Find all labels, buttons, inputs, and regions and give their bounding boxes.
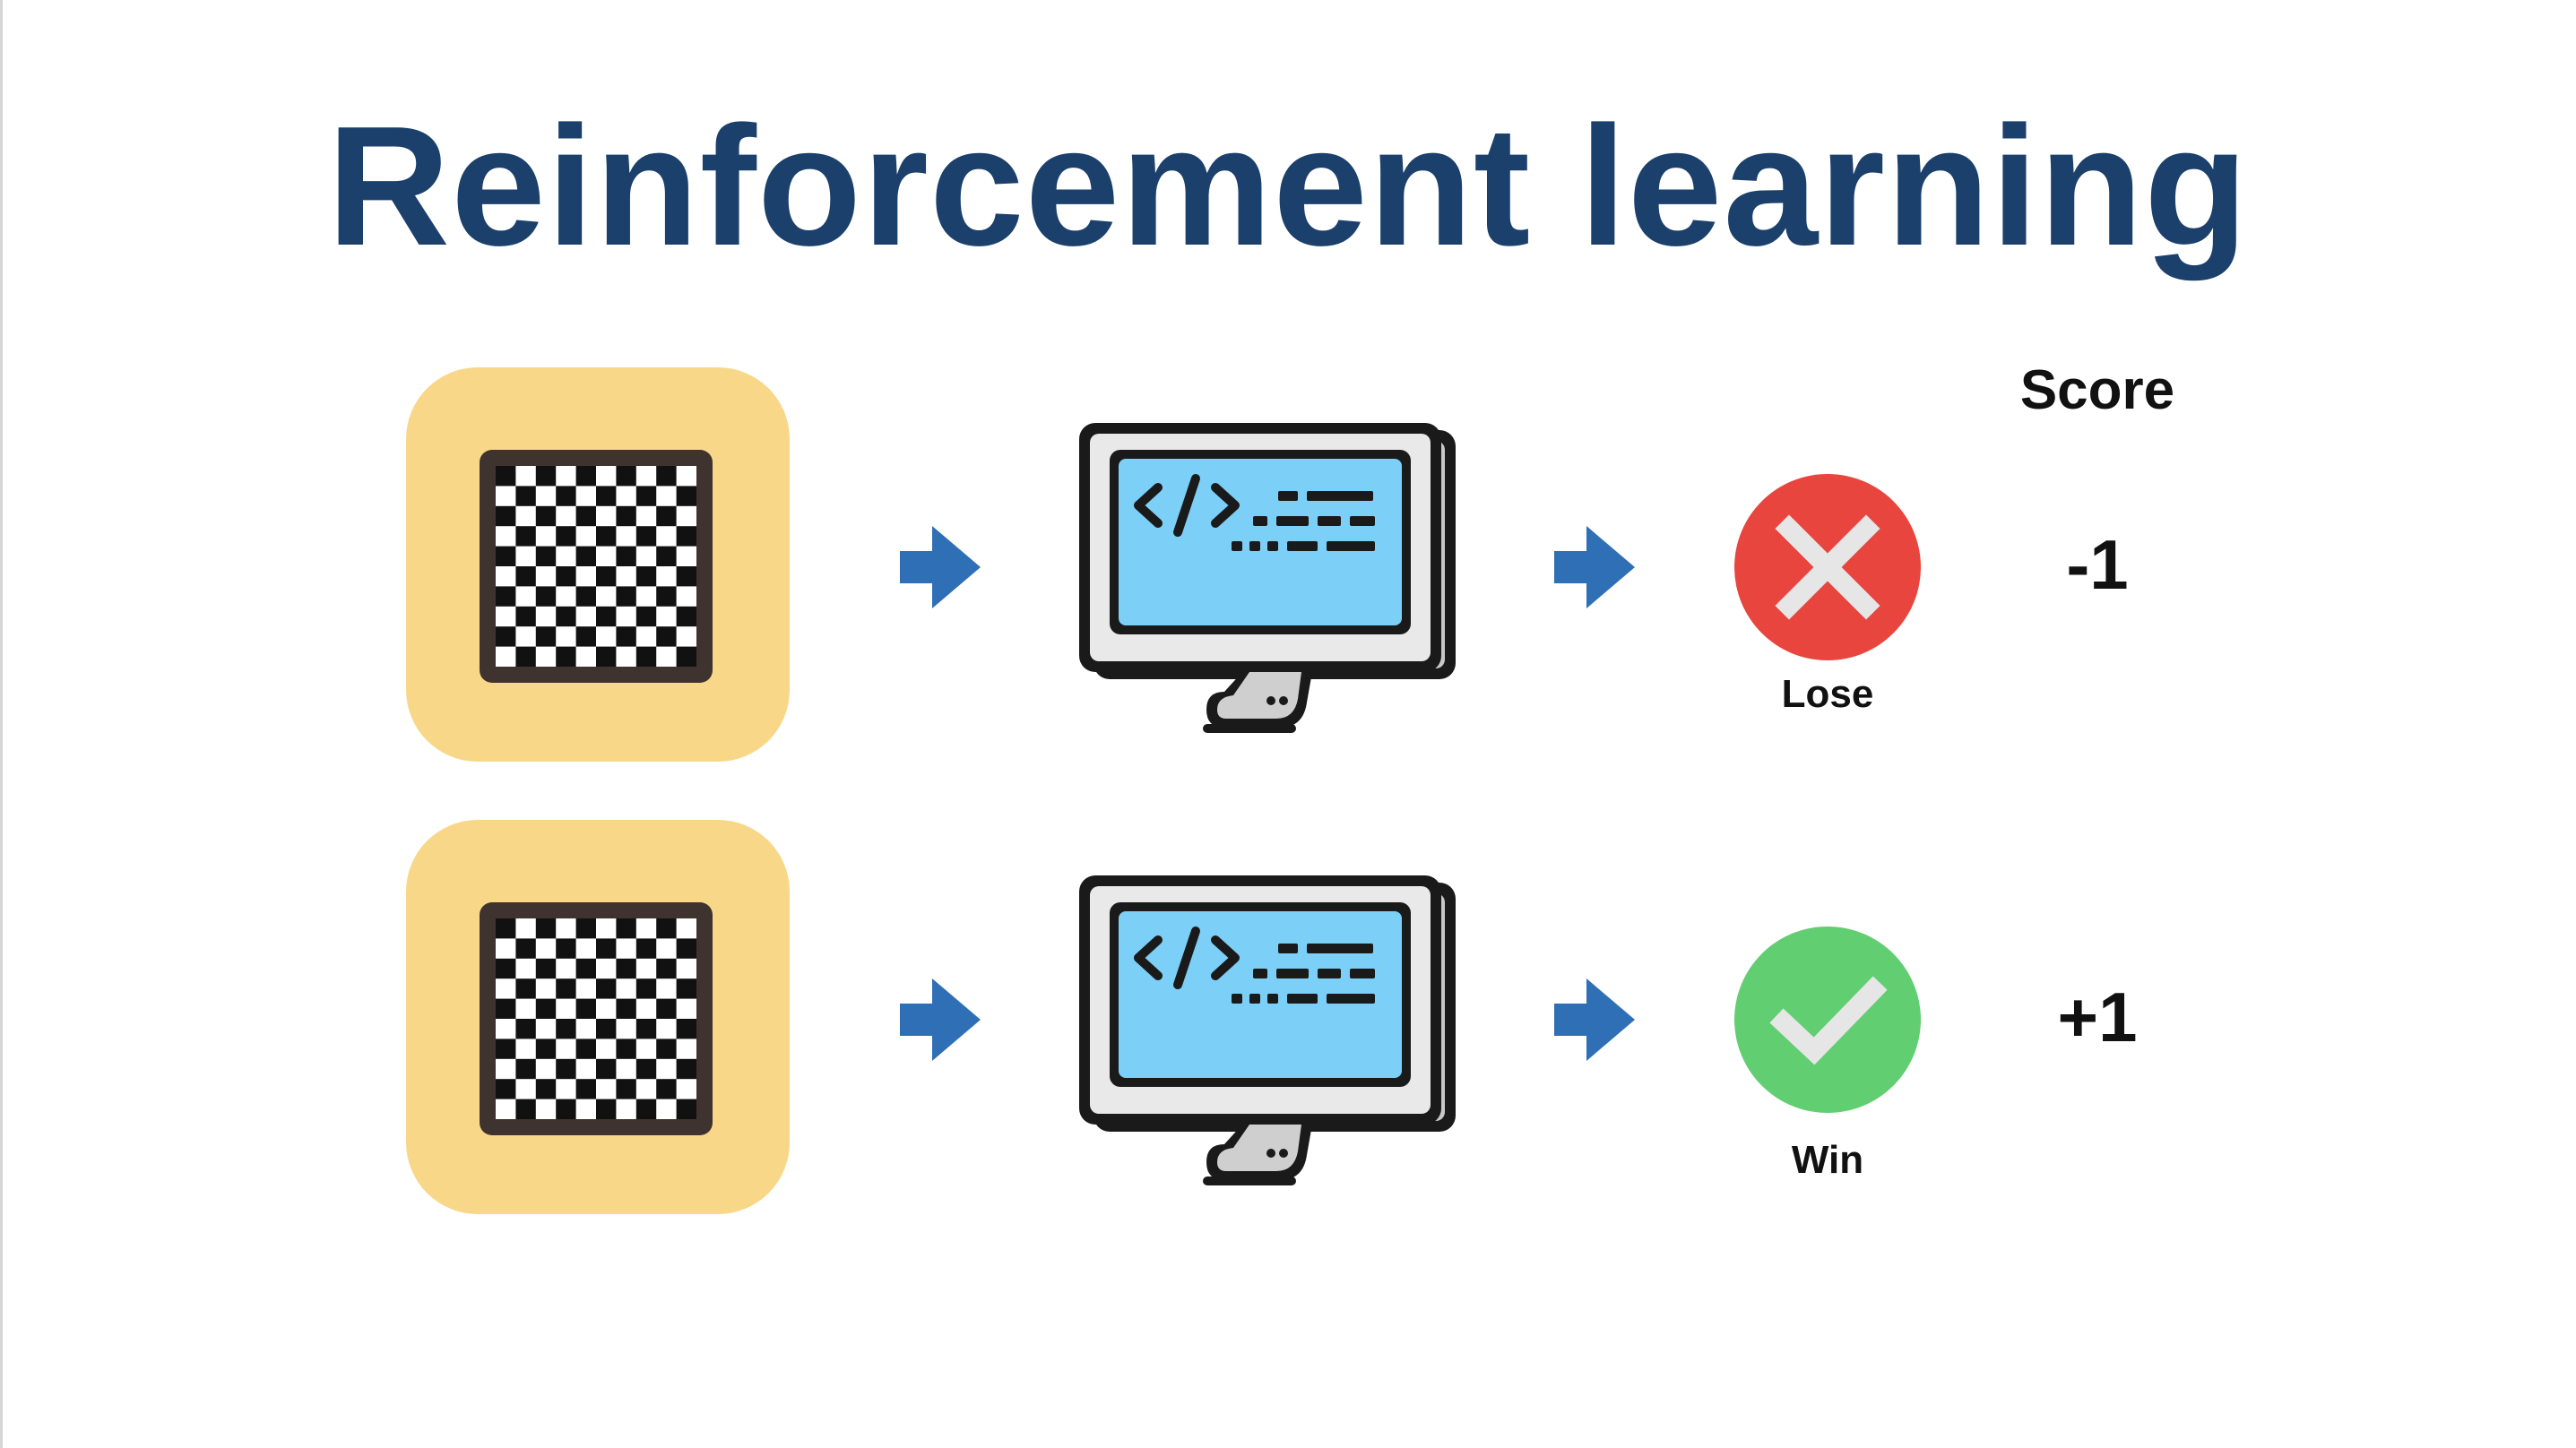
arrow-right-icon xyxy=(1554,978,1635,1061)
arrow-right-icon xyxy=(1554,526,1635,608)
code-monitor-icon xyxy=(1079,875,1456,1185)
page-title: Reinforcement learning xyxy=(326,91,2250,281)
episode-row-lose: Lose -1 xyxy=(0,367,2576,780)
result-label: Win xyxy=(1791,1138,1864,1182)
chessboard-icon xyxy=(480,450,713,683)
episode-row-win: Win +1 xyxy=(0,820,2576,1232)
score-column-header: Score xyxy=(2019,359,2175,421)
board-tile xyxy=(406,820,790,1214)
chessboard-icon xyxy=(480,902,713,1135)
x-circle-icon xyxy=(1734,474,1921,660)
score-value: +1 xyxy=(2057,978,2138,1056)
arrow-right-icon xyxy=(900,978,981,1061)
board-tile xyxy=(406,367,790,762)
check-circle-icon xyxy=(1734,927,1921,1113)
arrow-right-icon xyxy=(900,526,981,608)
left-edge-divider xyxy=(0,0,3,1448)
score-value: -1 xyxy=(2066,525,2129,604)
code-monitor-icon xyxy=(1079,423,1456,733)
result-label: Lose xyxy=(1781,672,1874,716)
